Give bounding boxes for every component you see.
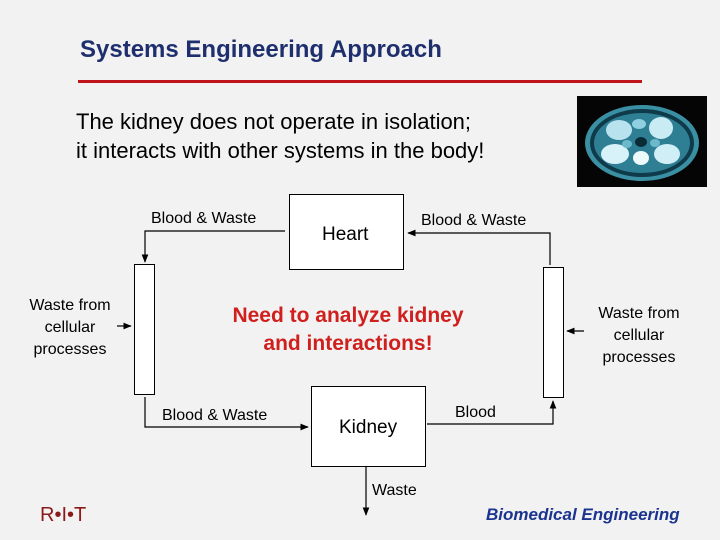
label-bottom-right: Blood <box>455 404 496 421</box>
intro-text: The kidney does not operate in isolation… <box>76 107 484 165</box>
label-left-side-line-3: processes <box>33 341 107 358</box>
label-top-left: Blood & Waste <box>151 210 257 227</box>
right-body-system-bar <box>543 267 564 398</box>
label-left-side-line-1: Waste from <box>29 297 111 314</box>
arrow-kidney-to-right <box>427 400 557 425</box>
kidney-label: Kidney <box>339 417 398 438</box>
analysis-callout-line-2: and interactions! <box>263 332 433 355</box>
label-right-side-line-3: processes <box>602 349 676 366</box>
label-top-right: Blood & Waste <box>421 212 527 229</box>
label-right-side-line-2: cellular <box>613 327 665 344</box>
ct-scan-image <box>577 96 707 187</box>
kidney-box <box>311 386 426 467</box>
analysis-callout-line-1: Need to analyze kidney <box>232 304 464 327</box>
label-bottom-waste: Waste <box>372 482 417 499</box>
label-right-side-line-1: Waste from <box>598 305 680 322</box>
brand-footer: Biomedical Engineering <box>486 505 680 524</box>
left-body-system-bar <box>134 264 155 395</box>
rit-logo: R•I•T <box>40 504 87 526</box>
ct-scan-icon <box>577 96 707 187</box>
heart-box <box>289 194 404 270</box>
title-underline <box>78 80 642 83</box>
label-left-side-line-2: cellular <box>44 319 96 336</box>
arrow-heart-to-left <box>141 230 285 263</box>
arrow-left-to-kidney <box>144 397 309 431</box>
heart-label: Heart <box>322 224 369 245</box>
arrow-right-to-heart <box>407 229 551 265</box>
label-right-side: Waste from cellular processes <box>584 303 694 369</box>
analysis-callout: Need to analyze kidney and interactions! <box>200 302 496 358</box>
intro-line-1: The kidney does not operate in isolation… <box>76 109 472 134</box>
intro-line-2: it interacts with other systems in the b… <box>76 138 485 163</box>
label-bottom-left: Blood & Waste <box>162 407 268 424</box>
label-left-side: Waste from cellular processes <box>16 295 124 361</box>
slide-title: Systems Engineering Approach <box>80 36 442 63</box>
